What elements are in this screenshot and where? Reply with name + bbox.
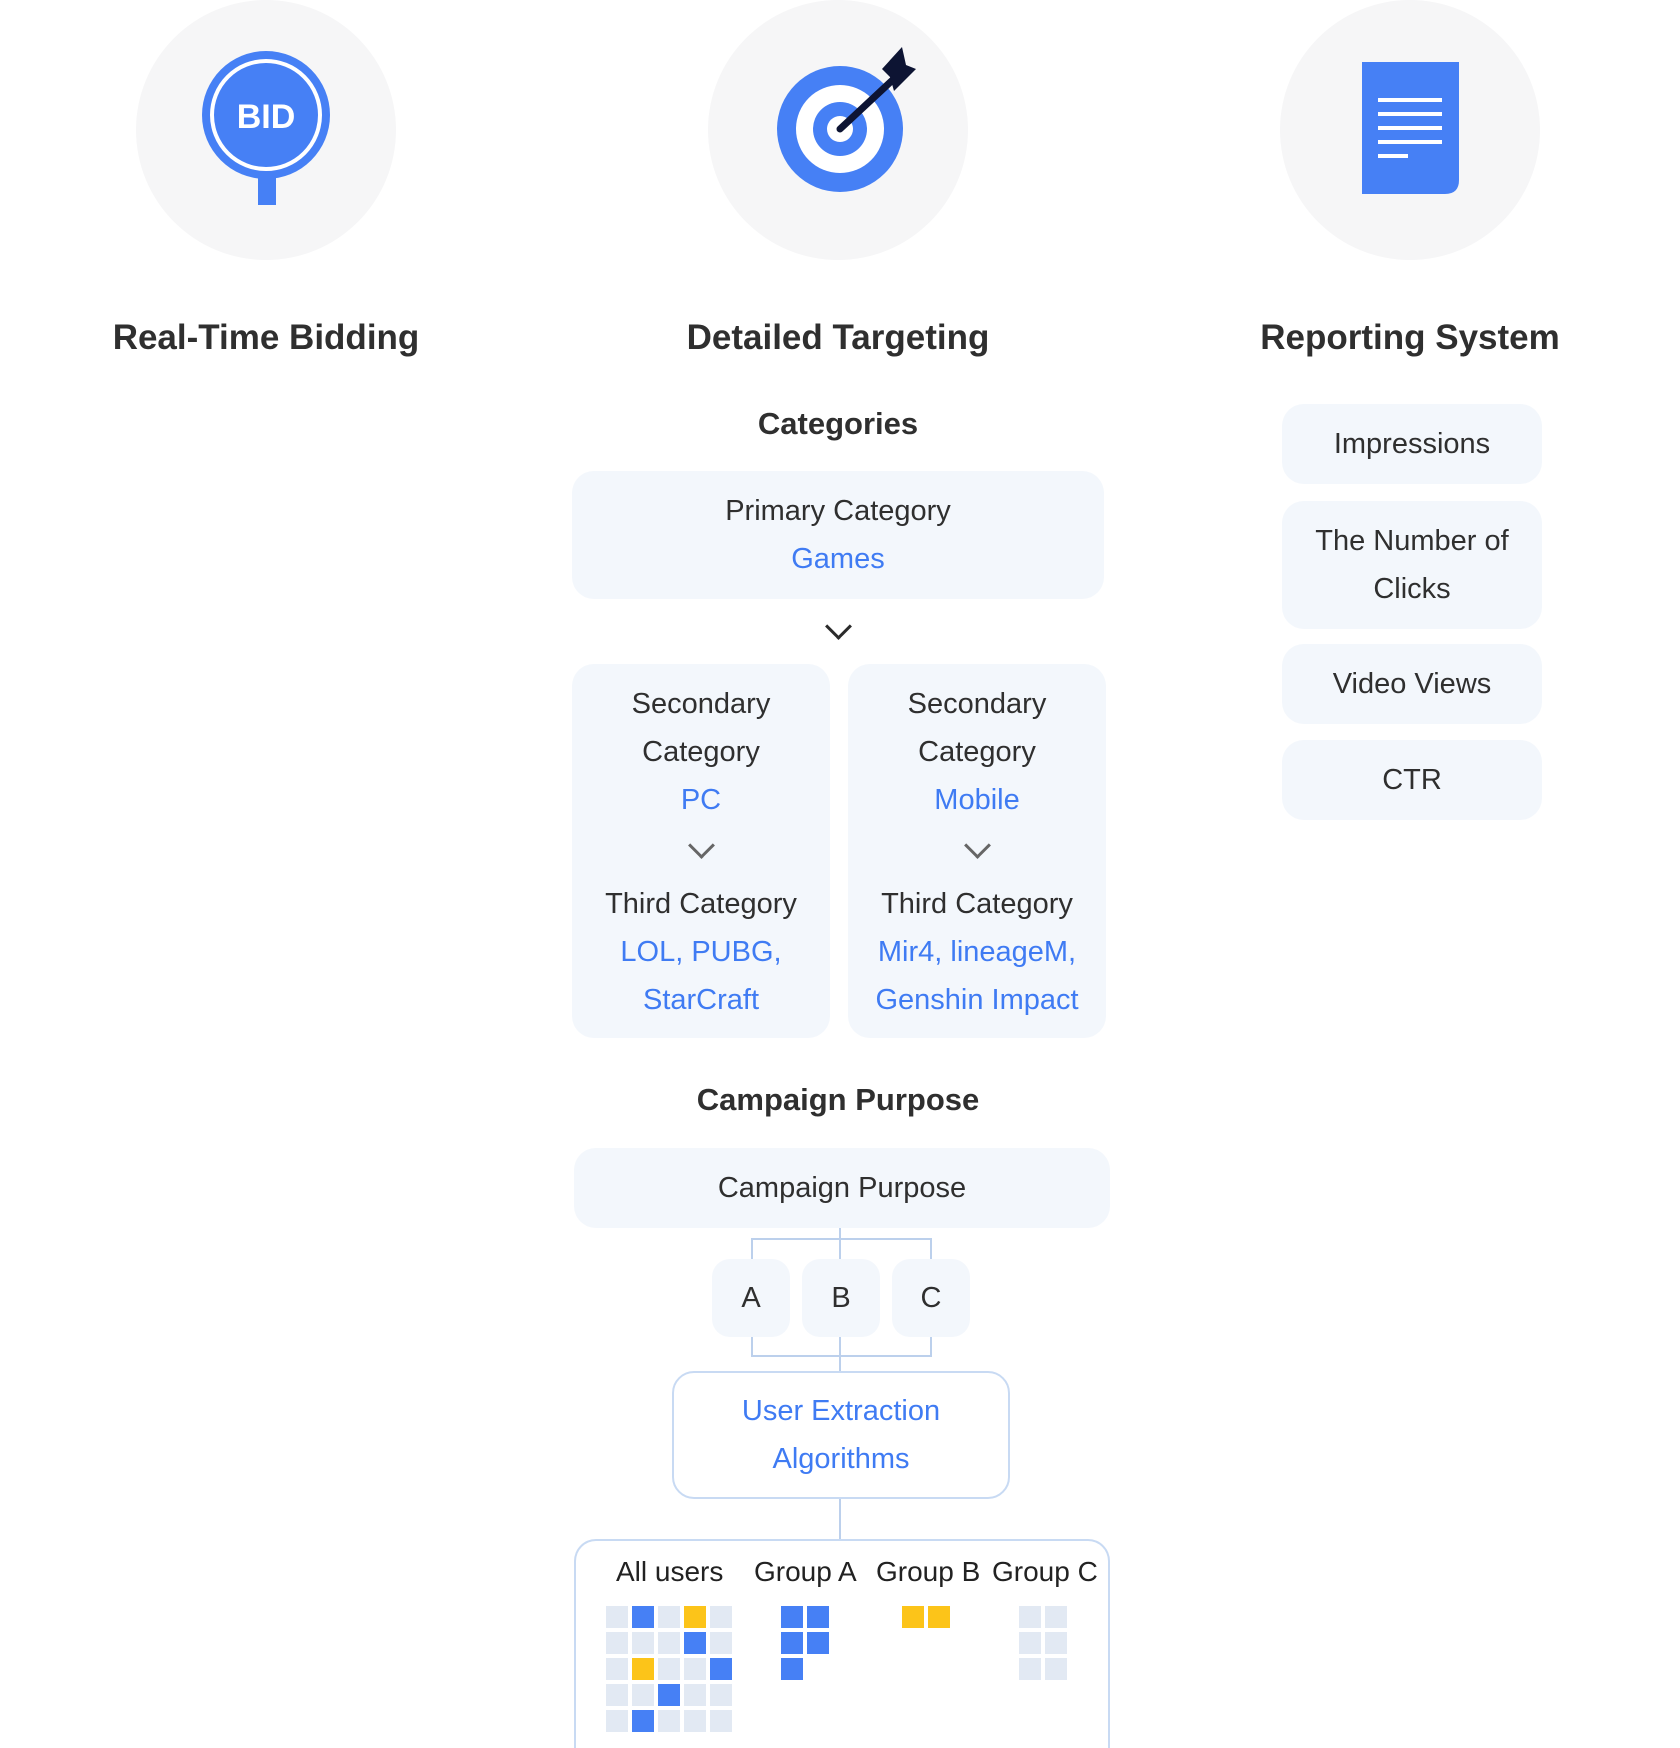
user-cell-highlighted (902, 1606, 924, 1628)
user-cell-empty (606, 1710, 628, 1732)
user-cell-empty (1019, 1606, 1041, 1628)
user-cell-selected (807, 1606, 829, 1628)
bidding-title: Real-Time Bidding (112, 318, 420, 357)
connector-line (751, 1238, 753, 1260)
connector-line (839, 1228, 841, 1238)
all-users-label: All users (616, 1556, 724, 1587)
secondary-value: Mobile (934, 784, 1020, 816)
connector-line (751, 1238, 932, 1240)
group-b-label: Group B (876, 1556, 981, 1587)
categories-heading: Categories (757, 406, 919, 441)
user-cell-selected (781, 1632, 803, 1654)
third-label: Third Category (881, 888, 1073, 920)
user-cell-selected (781, 1606, 803, 1628)
algorithm-label: User Extraction (741, 1395, 941, 1427)
secondary-label: Category (642, 736, 760, 768)
third-value: StarCraft (642, 984, 760, 1016)
algorithm-label: Algorithms (772, 1443, 910, 1475)
user-cell-empty (658, 1658, 680, 1680)
secondary-label: Secondary (907, 688, 1047, 720)
user-cell-empty (1045, 1606, 1067, 1628)
user-cell-empty (658, 1632, 680, 1654)
user-cell-empty (658, 1710, 680, 1732)
metric-impressions: Impressions (1282, 404, 1542, 484)
primary-category-box: Primary Category Games (572, 471, 1104, 599)
user-cell-empty (606, 1658, 628, 1680)
user-cell-empty (606, 1632, 628, 1654)
third-label: Third Category (605, 888, 797, 920)
user-cell-highlighted (684, 1606, 706, 1628)
user-cell-empty (710, 1632, 732, 1654)
connector-line (839, 1499, 841, 1539)
user-cell-empty (684, 1684, 706, 1706)
user-cell-empty (1019, 1658, 1041, 1680)
connector-line (751, 1337, 753, 1357)
metric-clicks: The Number of Clicks (1282, 501, 1542, 629)
user-cell-selected (658, 1684, 680, 1706)
user-cell-empty (606, 1606, 628, 1628)
reporting-title: Reporting System (1260, 318, 1560, 357)
campaign-purpose-label: Campaign Purpose (717, 1172, 967, 1204)
user-cell-empty (1045, 1658, 1067, 1680)
connector-line (839, 1238, 841, 1260)
chevron-down-icon (964, 832, 991, 859)
connector-line (930, 1337, 932, 1357)
user-cell-selected (632, 1710, 654, 1732)
secondary-value: PC (680, 784, 722, 816)
connector-line (930, 1238, 932, 1260)
user-cell-empty (606, 1684, 628, 1706)
secondary-label: Category (918, 736, 1036, 768)
user-cell-highlighted (928, 1606, 950, 1628)
secondary-category-mobile-box: Secondary Category Mobile Third Category… (848, 664, 1106, 1038)
campaign-purpose-box: Campaign Purpose (574, 1148, 1110, 1228)
group-c-label: Group C (992, 1556, 1098, 1587)
third-value: Mir4, lineageM, (877, 936, 1077, 968)
user-cell-selected (684, 1632, 706, 1654)
user-cell-empty (710, 1710, 732, 1732)
secondary-label: Secondary (631, 688, 771, 720)
connector-line (751, 1355, 932, 1357)
chevron-down-icon (688, 832, 715, 859)
option-c: C (892, 1259, 970, 1337)
user-cell-empty (658, 1606, 680, 1628)
user-cell-selected (807, 1632, 829, 1654)
target-icon (777, 47, 916, 192)
secondary-category-pc-box: Secondary Category PC Third Category LOL… (572, 664, 830, 1038)
user-cell-highlighted (632, 1658, 654, 1680)
user-cell-empty (632, 1684, 654, 1706)
primary-category-value: Games (791, 543, 885, 575)
bid-badge-text: BID (237, 98, 296, 136)
user-cell-empty (684, 1658, 706, 1680)
connector-line (839, 1337, 841, 1371)
campaign-heading: Campaign Purpose (696, 1082, 980, 1117)
metric-video-views: Video Views (1282, 644, 1542, 724)
user-cell-selected (781, 1658, 803, 1680)
targeting-title: Detailed Targeting (686, 318, 990, 357)
user-cell-empty (710, 1606, 732, 1628)
option-a: A (712, 1259, 790, 1337)
user-cell-empty (1019, 1632, 1041, 1654)
user-cell-selected (710, 1658, 732, 1680)
user-extraction-box: User Extraction Algorithms (672, 1371, 1010, 1499)
group-a-label: Group A (754, 1556, 857, 1587)
third-value: Genshin Impact (875, 984, 1079, 1016)
document-icon (1362, 62, 1459, 194)
user-cell-empty (1045, 1632, 1067, 1654)
user-cell-empty (684, 1710, 706, 1732)
third-value: LOL, PUBG, (620, 936, 782, 968)
bid-sign-icon: BID (202, 51, 330, 205)
option-b: B (802, 1259, 880, 1337)
user-cell-selected (632, 1606, 654, 1628)
user-cell-empty (632, 1632, 654, 1654)
primary-category-label: Primary Category (725, 495, 951, 527)
user-cell-empty (710, 1684, 732, 1706)
chevron-down-icon (825, 613, 852, 640)
metric-ctr: CTR (1282, 740, 1542, 820)
